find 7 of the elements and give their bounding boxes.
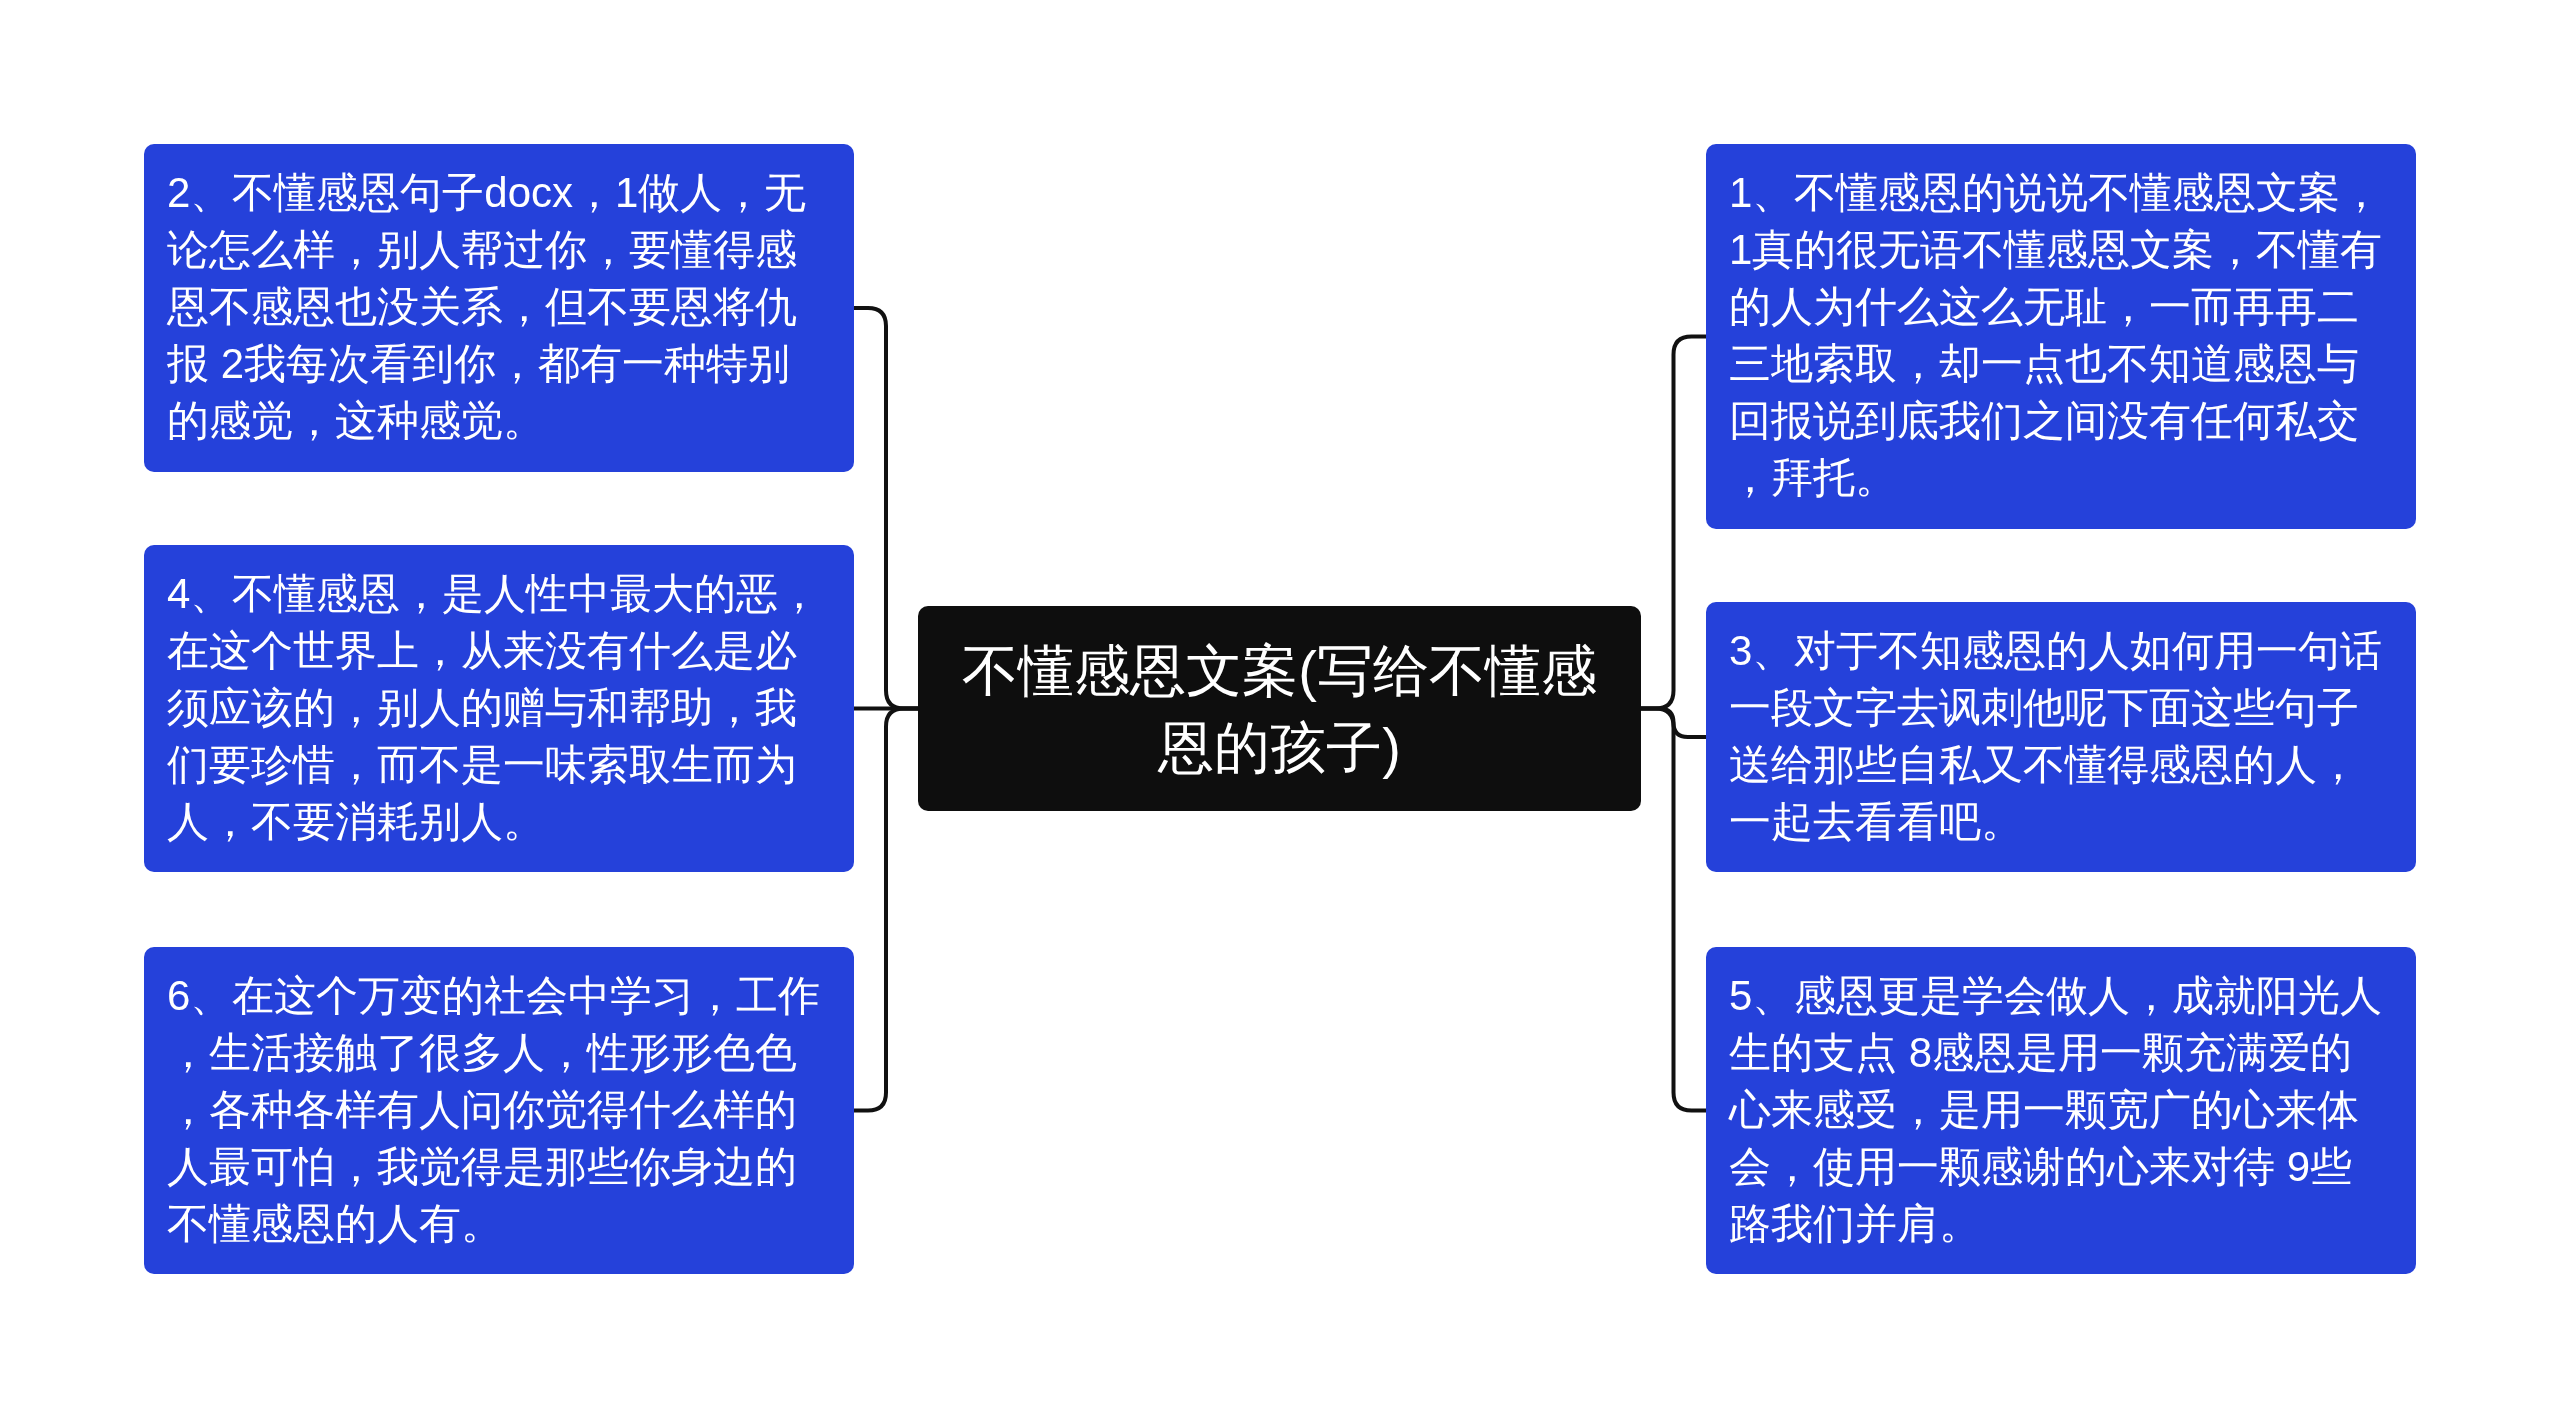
topic-box: 3、对于不知感恩的人如何用一句话一段文字去讽刺他呢下面这些句子送给那些自私又不懂得感恩的人，一起去看看吧。	[1706, 602, 2416, 872]
topic-box: 4、不懂感恩，是人性中最大的恶，在这个世界上，从来没有什么是必须应该的，别人的赠与和帮助，我们要珍惜，而不是一味索取生而为人，不要消耗别人。	[144, 545, 854, 872]
topic-box: 1、不懂感恩的说说不懂感恩文案，1真的很无语不懂感恩文案，不懂有的人为什么这么无耻，一而再再二三地索取，却一点也不知道感恩与回报说到底我们之间没有任何私交，拜托。	[1706, 144, 2416, 529]
topic-box: 5、感恩更是学会做人，成就阳光人生的支点 8感恩是用一颗充满爱的心来感受，是用一颗宽广的心来体会，使用一颗感谢的心来对待 9些路我们并肩。	[1706, 947, 2416, 1274]
topic-box: 2、不懂感恩句子docx，1做人，无论怎么样，别人帮过你，要懂得感恩不感恩也没关系，但不要恩将仇报 2我每次看到你，都有一种特别的感觉，这种感觉。	[144, 144, 854, 472]
central-topic-box: 不懂感恩文案(写给不懂感恩的孩子)	[918, 606, 1641, 811]
topic-box: 6、在这个万变的社会中学习，工作，生活接触了很多人，性形形色色，各种各样有人问你觉得什么样的人最可怕，我觉得是那些你身边的不懂感恩的人有。	[144, 947, 854, 1274]
